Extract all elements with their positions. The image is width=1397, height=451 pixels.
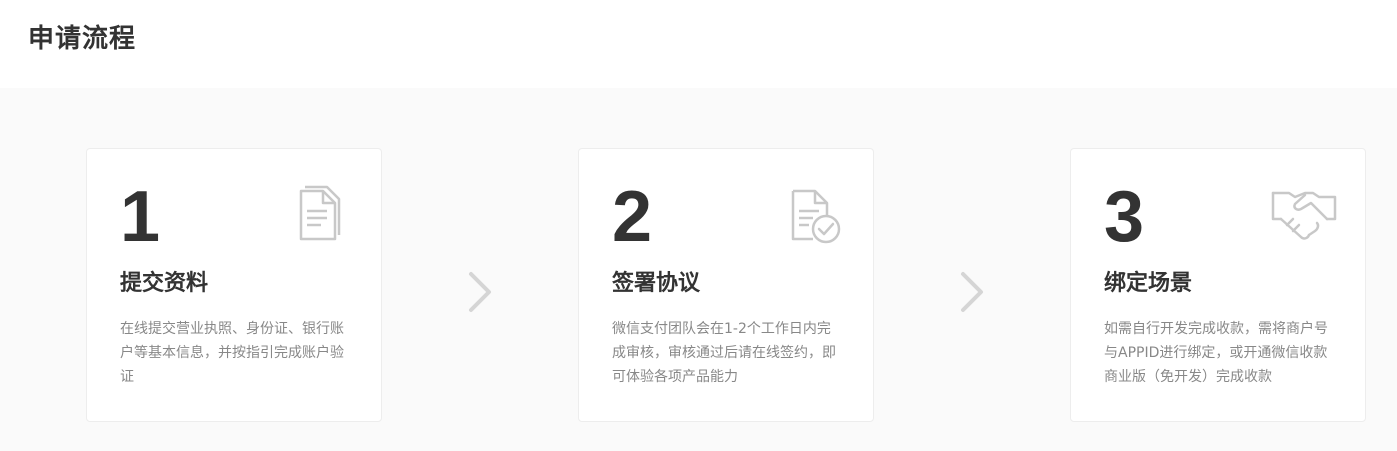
- document-icon: [299, 185, 341, 241]
- step-number: 2: [612, 177, 653, 257]
- page-header: 申请流程: [0, 0, 1397, 88]
- step-title: 签署协议: [612, 271, 701, 296]
- step-card-3: 3 绑定场景 如需自行开发完成收款，需将商户号与APPID进行绑定，或开通微信收…: [1070, 148, 1366, 422]
- step-number: 3: [1104, 177, 1145, 257]
- step-title: 提交资料: [120, 271, 209, 296]
- step-card-2: 2 签署协议 微信支付团队会在1-2个工作日内完成审核，审核通过后请在线签约，即…: [578, 148, 874, 422]
- step-card-1: 1 提交资料 在线提交营业执照、身份证、银行账户等基本信息，并按指引完成账户验证: [86, 148, 382, 422]
- step-description: 在线提交营业执照、身份证、银行账户等基本信息，并按指引完成账户验证: [120, 321, 344, 385]
- chevron-right-icon: [961, 272, 983, 312]
- page-title: 申请流程: [28, 24, 137, 54]
- step-title: 绑定场景: [1104, 271, 1193, 296]
- handshake-icon: [1271, 191, 1337, 240]
- chevron-right-icon: [469, 272, 491, 312]
- step-description: 如需自行开发完成收款，需将商户号与APPID进行绑定，或开通微信收款商业版（免开…: [1104, 321, 1328, 385]
- document-check-icon: [791, 189, 841, 244]
- step-description: 微信支付团队会在1-2个工作日内完成审核，审核通过后请在线签约，即可体验各项产品…: [612, 321, 836, 385]
- step-number: 1: [120, 177, 161, 257]
